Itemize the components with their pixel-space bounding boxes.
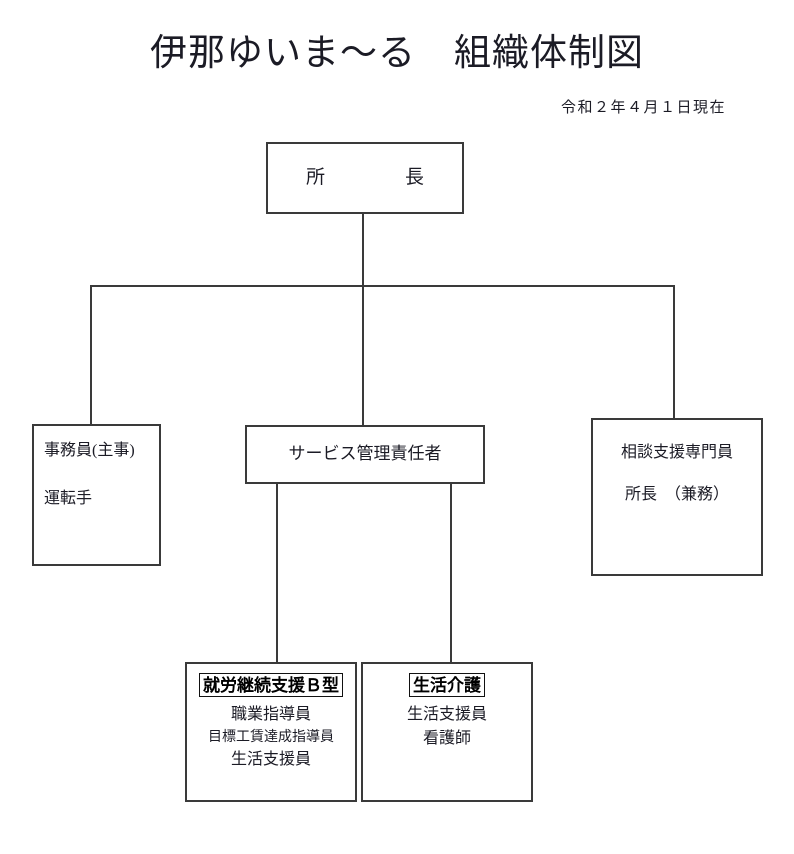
node-employment-support[interactable]: 就労継続支援Ｂ型 職業指導員 目標工賃達成指導員 生活支援員 [185, 662, 357, 802]
connector-bus-to-consultation [673, 285, 675, 419]
node-employment-support-item-3: 生活支援員 [230, 751, 311, 769]
node-consultation-line-2: 所長 （兼務） [624, 485, 729, 503]
node-consultation-line-1: 相談支援専門員 [620, 444, 733, 461]
page-title: 伊那ゆいま〜る 組織体制図 [150, 33, 644, 74]
node-service-manager[interactable]: サービス管理責任者 [245, 425, 485, 484]
node-clerk-line-1: 事務員(主事) [44, 442, 135, 459]
node-director-label: 所 長 [305, 167, 438, 189]
node-service-manager-label: サービス管理責任者 [288, 444, 442, 464]
node-clerk-line-2: 運転手 [44, 489, 93, 507]
node-clerk[interactable]: 事務員(主事) 運転手 [32, 424, 161, 566]
connector-service-manager-to-daycare [450, 483, 452, 663]
node-daycare[interactable]: 生活介護 生活支援員 看護師 [361, 662, 533, 802]
node-employment-support-item-1: 職業指導員 [230, 706, 311, 724]
node-employment-support-item-2: 目標工賃達成指導員 [208, 730, 334, 746]
effective-date-label: 令和２年４月１日現在 [560, 100, 726, 116]
node-consultation[interactable]: 相談支援専門員 所長 （兼務） [591, 418, 763, 576]
node-daycare-item-2: 看護師 [422, 730, 471, 748]
connector-bus-to-service-manager [362, 285, 364, 426]
node-daycare-item-1: 生活支援員 [406, 706, 487, 724]
node-director[interactable]: 所 長 [266, 142, 464, 214]
connector-bus-horizontal [90, 285, 675, 287]
node-employment-support-heading: 就労継続支援Ｂ型 [199, 673, 343, 698]
connector-service-manager-to-employment [276, 483, 278, 663]
node-daycare-heading: 生活介護 [409, 673, 485, 698]
connector-bus-to-clerk [90, 285, 92, 425]
connector-director-down [362, 213, 364, 286]
